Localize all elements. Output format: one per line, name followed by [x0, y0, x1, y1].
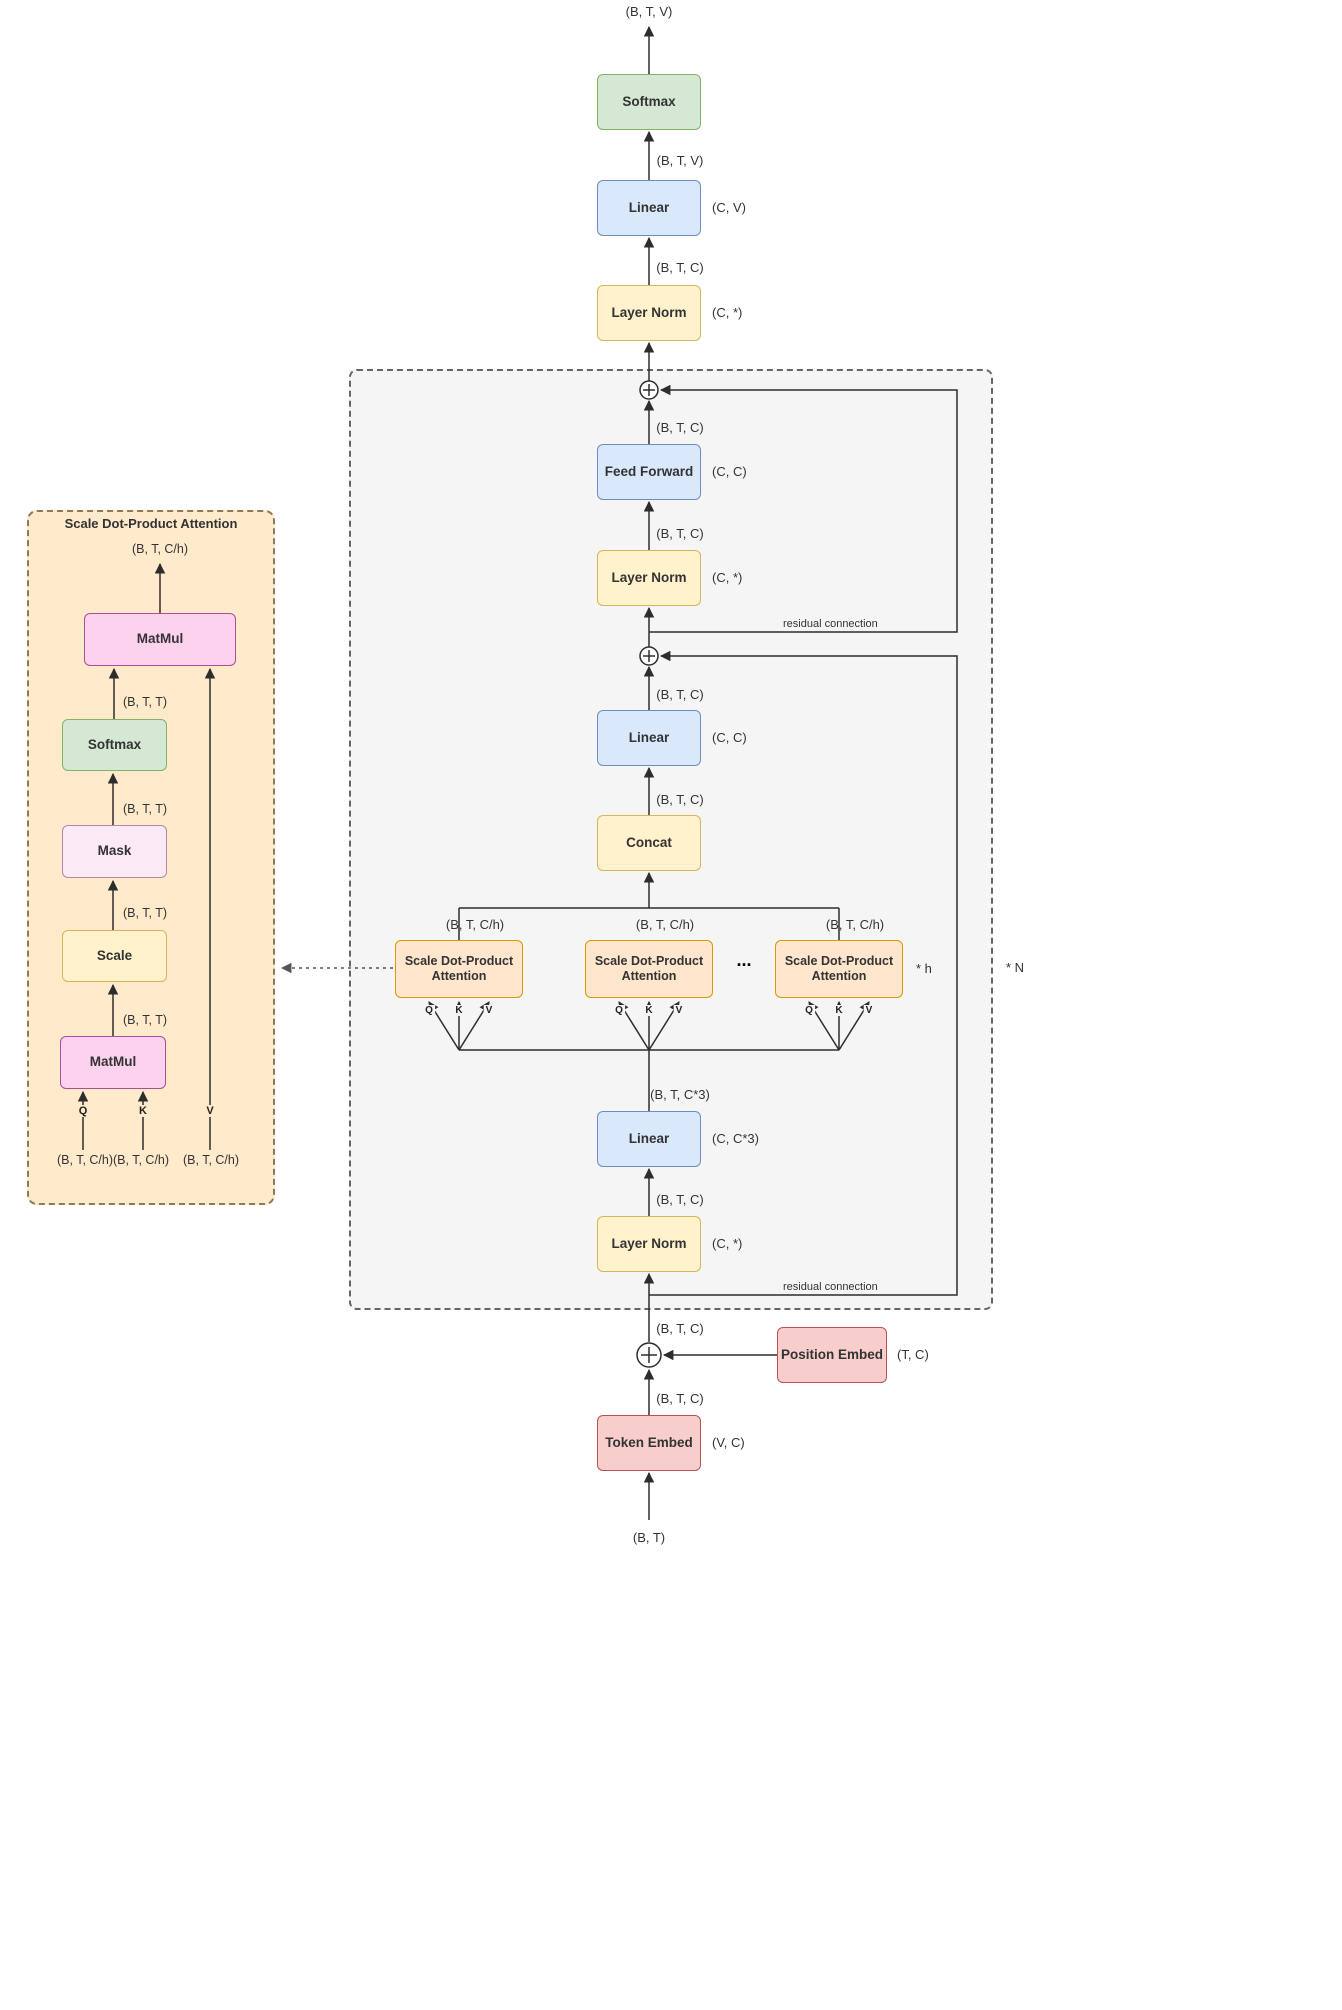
- shape-label: (B, T, C): [656, 1321, 704, 1336]
- linear-output-box: Linear: [597, 180, 701, 236]
- detail-shape-btt: (B, T, T): [123, 906, 167, 920]
- shape-label-output: (B, T, V): [625, 4, 673, 19]
- detail-shape-output: (B, T, C/h): [131, 542, 189, 556]
- k-label-head3: K: [833, 1005, 845, 1016]
- weight-label-cstar: (C, *): [712, 570, 743, 585]
- attention-head-2-box: Scale Dot-Product Attention: [585, 940, 713, 998]
- mask-box: Mask: [62, 825, 167, 878]
- shape-label: (B, T, C): [656, 420, 704, 435]
- shape-label-head2: (B, T, C/h): [635, 917, 695, 932]
- softmax-detail-box: Softmax: [62, 719, 167, 771]
- q-label-head3: Q: [803, 1005, 815, 1016]
- shape-label: (B, T, C): [656, 260, 704, 275]
- linear-qkv-box: Linear: [597, 1111, 701, 1167]
- weight-label-cv: (C, V): [712, 200, 746, 215]
- shape-label: (B, T, C): [656, 792, 704, 807]
- layer-norm-final-box: Layer Norm: [597, 285, 701, 341]
- softmax-output-box: Softmax: [597, 74, 701, 130]
- detail-shape-btt: (B, T, T): [123, 1013, 167, 1027]
- matmul-top-box: MatMul: [84, 613, 236, 666]
- attention-head-1-box: Scale Dot-Product Attention: [395, 940, 523, 998]
- matmul-bottom-box: MatMul: [60, 1036, 166, 1089]
- concat-box: Concat: [597, 815, 701, 871]
- weight-label-tc: (T, C): [897, 1347, 929, 1362]
- weight-label-cstar: (C, *): [712, 1236, 743, 1251]
- weight-label-vc: (V, C): [712, 1435, 745, 1450]
- detail-shape-qk-inputs: (B, T, C/h)(B, T, C/h): [56, 1153, 170, 1167]
- k-label-head1: K: [453, 1005, 465, 1016]
- k-label-detail: K: [137, 1105, 149, 1118]
- weight-label-cc: (C, C): [712, 464, 747, 479]
- token-embed-box: Token Embed: [597, 1415, 701, 1471]
- residual-connection-label-bottom: residual connection: [783, 1281, 878, 1293]
- weight-label-cc3: (C, C*3): [712, 1131, 759, 1146]
- v-label-detail: V: [204, 1105, 216, 1118]
- shape-label: (B, T, V): [656, 153, 704, 168]
- attention-detail-title: Scale Dot-Product Attention: [64, 516, 238, 531]
- times-h-label: * h: [916, 961, 932, 976]
- layer-norm-2-box: Layer Norm: [597, 550, 701, 606]
- feed-forward-box: Feed Forward: [597, 444, 701, 500]
- shape-label: (B, T, C): [656, 1192, 704, 1207]
- shape-label: (B, T, C*3): [650, 1087, 710, 1102]
- shape-label-head3: (B, T, C/h): [825, 917, 885, 932]
- position-embed-box: Position Embed: [777, 1327, 887, 1383]
- detail-shape-v-input: (B, T, C/h): [182, 1153, 240, 1167]
- residual-connection-label-top: residual connection: [783, 618, 878, 630]
- detail-shape-btt: (B, T, T): [123, 802, 167, 816]
- detail-shape-btt: (B, T, T): [123, 695, 167, 709]
- q-label-head1: Q: [423, 1005, 435, 1016]
- q-label-head2: Q: [613, 1005, 625, 1016]
- v-label-head1: V: [483, 1005, 495, 1016]
- v-label-head2: V: [673, 1005, 685, 1016]
- shape-label-input: (B, T): [632, 1530, 666, 1545]
- shape-label: (B, T, C): [656, 526, 704, 541]
- scale-box: Scale: [62, 930, 167, 982]
- linear-proj-box: Linear: [597, 710, 701, 766]
- k-label-head2: K: [643, 1005, 655, 1016]
- ellipsis-label: ...: [736, 950, 752, 970]
- weight-label-cc: (C, C): [712, 730, 747, 745]
- q-label-detail: Q: [76, 1105, 90, 1118]
- shape-label: (B, T, C): [656, 1391, 704, 1406]
- v-label-head3: V: [863, 1005, 875, 1016]
- times-n-label: * N: [1006, 960, 1025, 975]
- shape-label-head1: (B, T, C/h): [445, 917, 505, 932]
- weight-label-cstar: (C, *): [712, 305, 743, 320]
- shape-label: (B, T, C): [656, 687, 704, 702]
- attention-head-3-box: Scale Dot-Product Attention: [775, 940, 903, 998]
- layer-norm-1-box: Layer Norm: [597, 1216, 701, 1272]
